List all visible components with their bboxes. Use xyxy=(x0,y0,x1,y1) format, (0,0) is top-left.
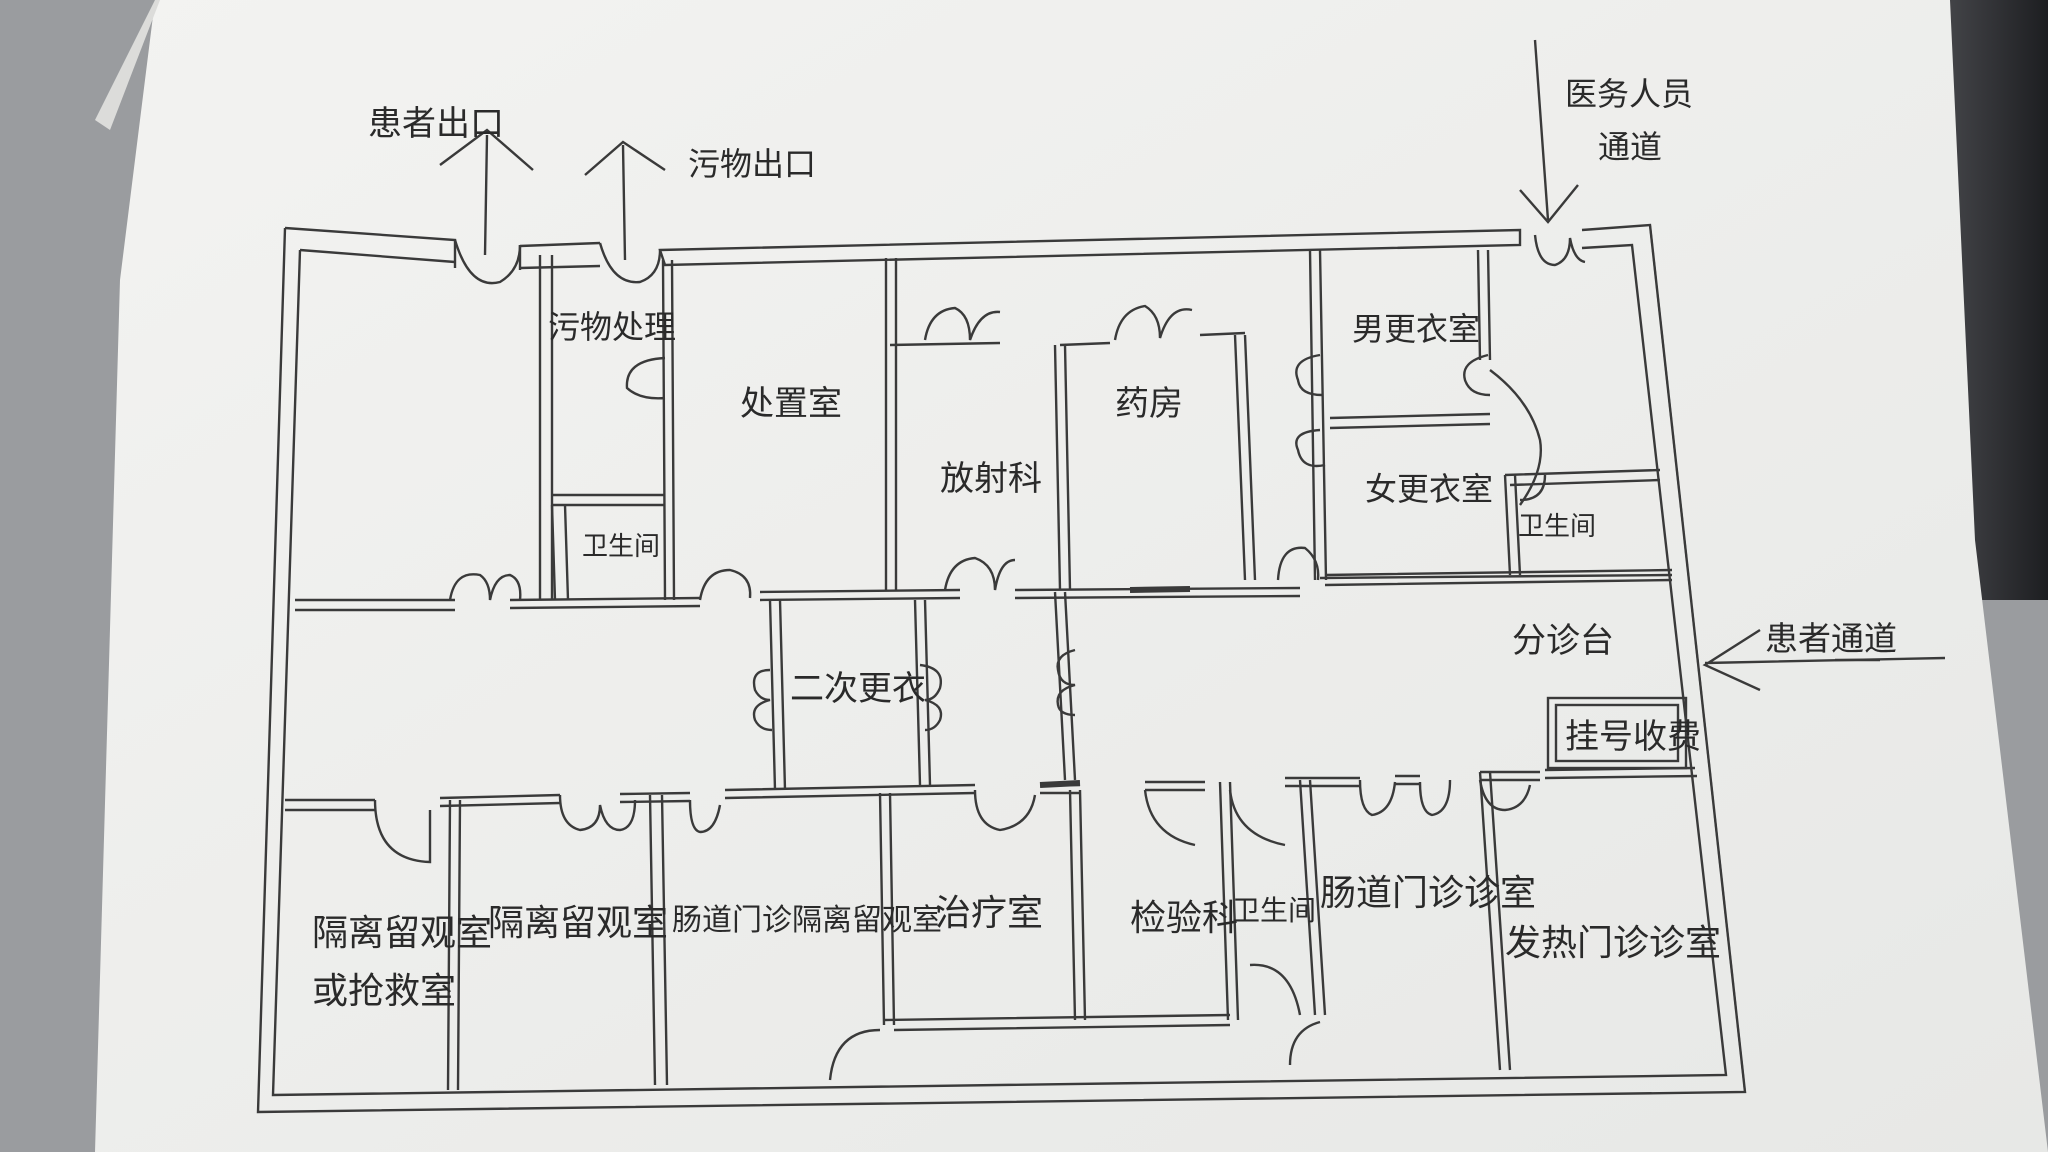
boundary-line xyxy=(1649,224,1746,1093)
label-treatment-room: 治疗室 xyxy=(935,893,1043,934)
label-intestinal-isolation: 肠道门诊隔离留观室 xyxy=(672,903,942,938)
label-waste-exit: 污物出口 xyxy=(688,145,816,183)
floor-plan xyxy=(256,39,1946,1114)
label-isolation-or-rescue-2: 或抢救室 xyxy=(312,971,456,1012)
label-disposal-room: 处置室 xyxy=(740,384,842,424)
label-staff-channel-1: 医务人员 xyxy=(1565,75,1693,113)
label-isolation-obs: 隔离留观室 xyxy=(488,903,668,944)
label-female-changing: 女更衣室 xyxy=(1365,470,1493,508)
label-intestinal-clinic: 肠道门诊诊室 xyxy=(1320,873,1536,914)
label-fever-clinic: 发热门诊诊室 xyxy=(1505,923,1721,964)
label-staff-channel-2: 通道 xyxy=(1598,128,1662,166)
label-male-changing: 男更衣室 xyxy=(1352,310,1480,348)
label-toilet-left: 卫生间 xyxy=(582,532,660,562)
label-patient-channel: 患者通道 xyxy=(1765,619,1897,658)
paper-sheet xyxy=(95,0,2048,1152)
label-isolation-or-rescue-1: 隔离留观室 xyxy=(312,913,492,954)
label-registration: 挂号收费 xyxy=(1565,717,1701,757)
room-labels: 患者出口 污物出口 医务人员 通道 患者通道 污物处理 处置室 放射科 药房 男… xyxy=(312,75,1897,1012)
paper-edge xyxy=(95,0,160,130)
label-laboratory: 检验科 xyxy=(1130,898,1238,939)
label-toilet-right: 卫生间 xyxy=(1518,512,1596,542)
label-second-changing: 二次更衣 xyxy=(790,669,926,709)
label-radiology: 放射科 xyxy=(940,459,1042,499)
label-pharmacy: 药房 xyxy=(1115,384,1183,424)
label-toilet-bottom: 卫生间 xyxy=(1232,894,1316,927)
label-triage-desk: 分诊台 xyxy=(1512,621,1614,661)
label-waste-treatment: 污物处理 xyxy=(548,308,676,346)
label-patient-exit: 患者出口 xyxy=(368,104,504,144)
